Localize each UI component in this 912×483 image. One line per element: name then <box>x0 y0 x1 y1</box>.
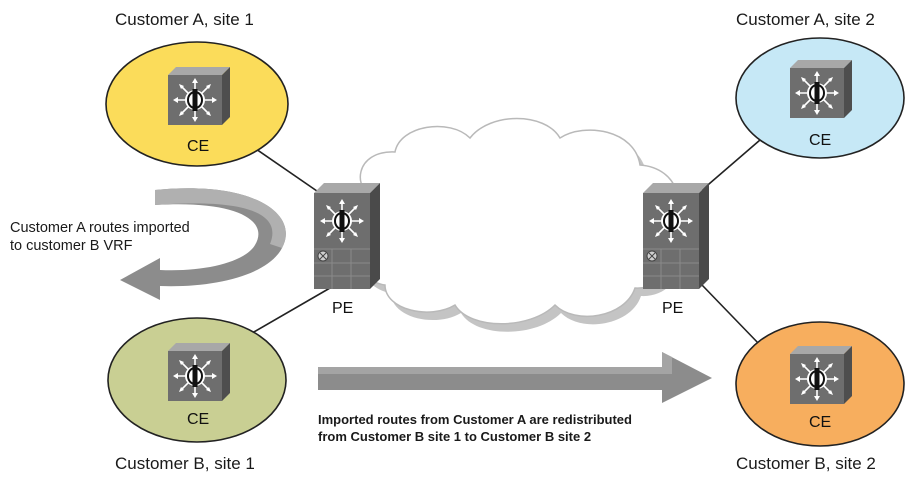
device-label: CE <box>809 414 831 431</box>
router-switch-icon <box>167 342 231 402</box>
provider-edge-router-icon <box>642 182 710 290</box>
site-customer-a-1: Customer A, site 1 CE <box>105 10 289 167</box>
redistribute-note-line2: from Customer B site 1 to Customer B sit… <box>318 429 591 444</box>
site-customer-a-2: Customer A, site 2 CE <box>735 10 905 159</box>
import-annotation: Customer A routes imported to customer B… <box>10 220 190 254</box>
link-a2-pe-right <box>701 139 761 191</box>
router-switch-icon <box>167 66 231 126</box>
link-b2-pe-right <box>701 284 761 346</box>
pe-label: PE <box>332 300 353 317</box>
redistribute-arrow <box>318 352 712 403</box>
site-customer-b-1: CE Customer B, site 1 <box>107 317 287 473</box>
device-label: CE <box>187 411 209 428</box>
site-title: Customer A, site 1 <box>115 10 254 29</box>
link-b1-pe-left <box>239 287 331 341</box>
site-title: Customer A, site 2 <box>736 10 875 29</box>
import-route-arrow <box>120 188 286 300</box>
redistribute-note-line1: Imported routes from Customer A are redi… <box>318 412 632 427</box>
provider-network-cloud-icon <box>355 117 684 332</box>
router-switch-icon <box>789 345 853 405</box>
pe-right: PE <box>642 182 710 317</box>
pe-left: PE <box>313 182 381 317</box>
site-customer-b-2: CE Customer B, site 2 <box>735 321 905 473</box>
import-note-line2: to customer B VRF <box>10 238 133 254</box>
redistribute-annotation: Imported routes from Customer A are redi… <box>318 412 632 444</box>
device-label: CE <box>809 132 831 149</box>
router-switch-icon <box>789 59 853 119</box>
provider-edge-router-icon <box>313 182 381 290</box>
device-label: CE <box>187 138 209 155</box>
import-note-line1: Customer A routes imported <box>10 220 190 236</box>
site-title: Customer B, site 2 <box>736 454 876 473</box>
pe-label: PE <box>662 300 683 317</box>
site-title: Customer B, site 1 <box>115 454 255 473</box>
